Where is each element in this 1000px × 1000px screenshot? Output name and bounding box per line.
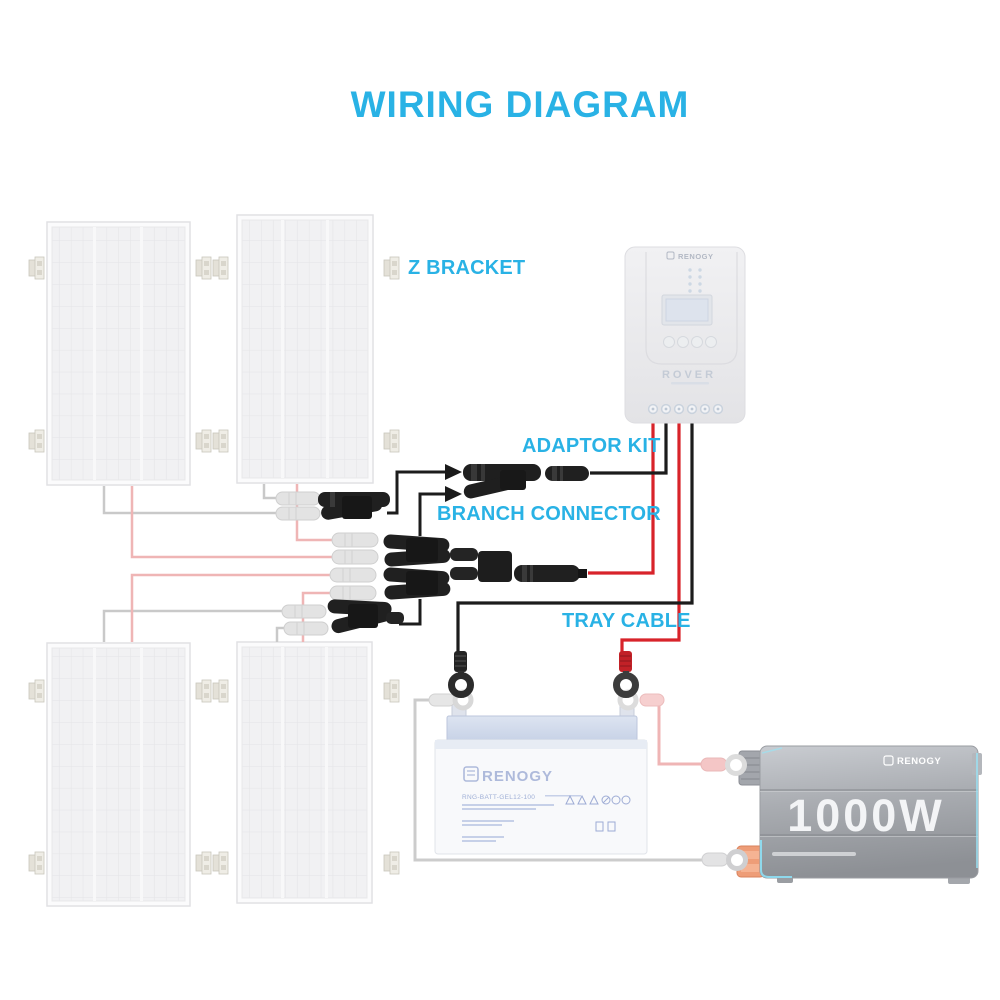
controller-model: ROVER — [662, 369, 716, 381]
battery-to-inverter-positive-wire — [657, 702, 701, 766]
battery-model: RNG-BATT-GEL12-100 — [462, 794, 535, 801]
inverter-fine-print — [772, 852, 856, 856]
solar-panel-4 — [236, 641, 373, 904]
controller-indicators — [688, 268, 702, 293]
battery-negative-wire — [456, 413, 694, 653]
tray-cable-negative-lug — [448, 651, 474, 698]
battery-fine-print — [462, 795, 581, 842]
panel-ghost-leads — [102, 484, 332, 642]
inverter-power: 1000W — [787, 790, 945, 841]
branch-merge-connector — [478, 551, 587, 582]
battery: RENOGY RNG-BATT-GEL12-100 — [434, 703, 648, 855]
ghost-ring-terminals-inverter — [700, 754, 748, 871]
solar-panel-3 — [46, 642, 191, 907]
solar-panel-1 — [46, 221, 191, 486]
label-branch-connector: BRANCH CONNECTOR — [437, 503, 661, 525]
branch-links — [387, 470, 445, 626]
battery-brand: RENOGY — [482, 768, 553, 785]
tray-cable-positive-lug — [613, 651, 639, 698]
adaptor-kit-connector — [463, 464, 589, 499]
label-z-bracket: Z BRACKET — [408, 257, 526, 279]
arrow-icon — [445, 464, 462, 480]
branch-connector-b — [383, 534, 478, 567]
controller-wires — [456, 413, 694, 655]
battery-positive-wire — [620, 413, 681, 655]
pv-positive-wire — [588, 413, 655, 575]
branch-connector-a — [318, 492, 390, 520]
battery-warning-icons — [565, 794, 631, 832]
inverter-brand: RENOGY — [897, 756, 941, 767]
charge-controller: RENOGY ROVER — [624, 246, 746, 424]
inverter: RENOGY 1000W — [736, 745, 982, 884]
label-adaptor-kit: ADAPTOR KIT — [522, 435, 661, 457]
controller-terminals — [647, 403, 724, 415]
branch-connector-c — [383, 567, 478, 600]
pv-negative-wire — [590, 413, 668, 475]
label-tray-cable: TRAY CABLE — [562, 610, 691, 632]
arrow-icon — [445, 486, 462, 502]
solar-panel-2 — [236, 214, 374, 484]
battery-to-inverter-negative-wire — [413, 698, 702, 862]
ghost-mc4-connectors — [275, 491, 379, 636]
branch-connector-d — [327, 599, 404, 634]
page-title: WIRING DIAGRAM — [350, 84, 690, 125]
controller-buttons — [663, 336, 717, 348]
controller-brand: RENOGY — [678, 252, 714, 261]
